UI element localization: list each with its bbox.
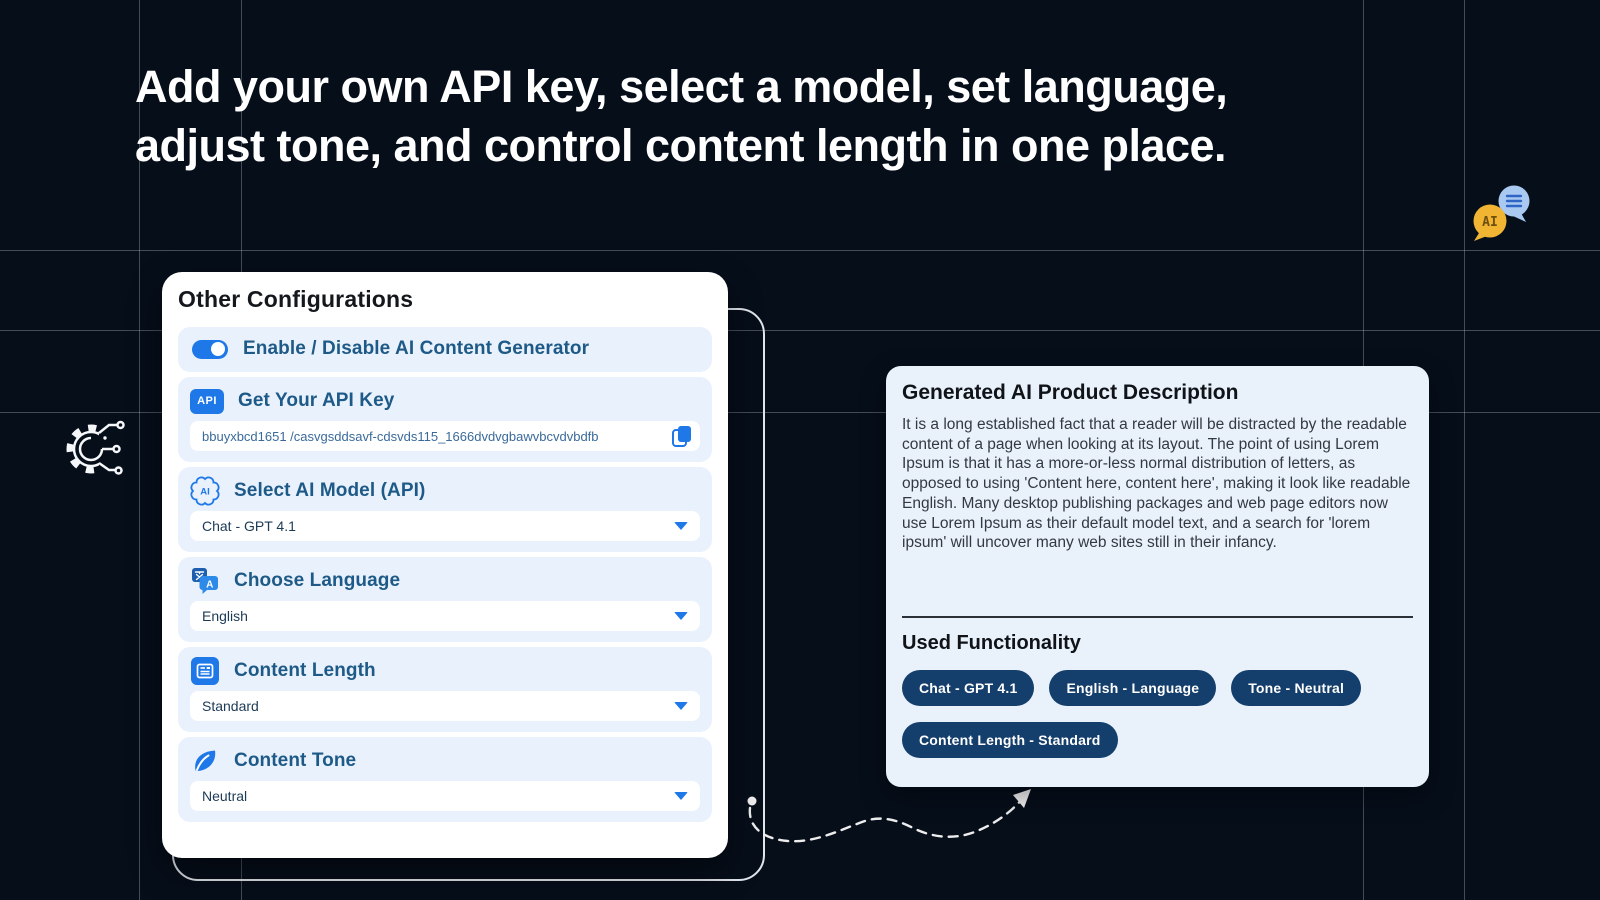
language-section: A Choose Language English bbox=[178, 557, 712, 642]
content-tone-section: Content Tone Neutral bbox=[178, 737, 712, 822]
ai-model-section: AI Select AI Model (API) Chat - GPT 4.1 bbox=[178, 467, 712, 552]
generated-description-title: Generated AI Product Description bbox=[902, 381, 1239, 404]
copy-icon bbox=[672, 426, 691, 447]
content-tone-title: Content Tone bbox=[234, 750, 357, 771]
page-title-line-2: adjust tone, and control content length … bbox=[135, 120, 1227, 171]
translate-icon: A bbox=[192, 568, 218, 594]
gear-circuit-icon bbox=[66, 420, 125, 475]
config-card-title: Other Configurations bbox=[178, 286, 414, 312]
divider bbox=[902, 616, 1413, 618]
used-functionality-badges: Chat - GPT 4.1 English - Language Tone -… bbox=[902, 670, 1424, 758]
ai-model-dropdown[interactable]: Chat - GPT 4.1 bbox=[190, 511, 700, 541]
grid-line-vertical bbox=[139, 0, 140, 900]
used-functionality-title: Used Functionality bbox=[902, 632, 1081, 654]
ai-bubble-label: AI bbox=[1482, 215, 1498, 230]
generated-description-body: It is a long established fact that a rea… bbox=[902, 416, 1411, 552]
badge-model: Chat - GPT 4.1 bbox=[902, 670, 1035, 706]
enable-generator-row: Enable / Disable AI Content Generator bbox=[178, 327, 712, 372]
content-length-dropdown[interactable]: Standard bbox=[190, 691, 700, 721]
content-tone-value: Neutral bbox=[202, 788, 248, 804]
language-dropdown[interactable]: English bbox=[190, 601, 700, 631]
page-title-line-1: Add your own API key, select a model, se… bbox=[135, 61, 1228, 112]
ai-model-icon: AI bbox=[190, 476, 220, 506]
copy-api-key-button[interactable] bbox=[670, 424, 694, 448]
dashed-arrow bbox=[747, 789, 1031, 843]
content-length-icon bbox=[191, 657, 219, 685]
toggle-knob bbox=[211, 342, 225, 356]
language-title: Choose Language bbox=[234, 570, 401, 591]
content-tone-dropdown[interactable]: Neutral bbox=[190, 781, 700, 811]
grid-line-vertical bbox=[1464, 0, 1465, 900]
page-title: Add your own API key, select a model, se… bbox=[135, 57, 1228, 175]
generated-description-card: Generated AI Product Description It is a… bbox=[886, 366, 1429, 787]
content-length-value: Standard bbox=[202, 698, 259, 714]
content-length-section: Content Length Standard bbox=[178, 647, 712, 732]
svg-text:AI: AI bbox=[200, 487, 210, 498]
api-badge-icon: API bbox=[190, 388, 224, 414]
ai-model-title: Select AI Model (API) bbox=[234, 480, 426, 501]
enable-generator-label: Enable / Disable AI Content Generator bbox=[243, 338, 590, 359]
ai-model-value: Chat - GPT 4.1 bbox=[202, 518, 296, 534]
chevron-down-icon bbox=[674, 792, 688, 800]
ai-chat-bubbles-icon: AI bbox=[1473, 185, 1530, 241]
grid-line-horizontal bbox=[0, 330, 1600, 331]
badge-length: Content Length - Standard bbox=[902, 722, 1118, 758]
api-key-section: API Get Your API Key bbox=[178, 377, 712, 462]
badge-language: English - Language bbox=[1049, 670, 1217, 706]
enable-generator-toggle[interactable] bbox=[192, 339, 228, 359]
chevron-down-icon bbox=[674, 612, 688, 620]
grid-line-horizontal bbox=[0, 412, 1600, 413]
other-configurations-card: Other Configurations Enable / Disable AI… bbox=[162, 272, 728, 858]
svg-text:A: A bbox=[206, 579, 213, 590]
api-key-title: Get Your API Key bbox=[238, 390, 395, 411]
chevron-down-icon bbox=[674, 702, 688, 710]
content-length-title: Content Length bbox=[234, 660, 376, 681]
content-tone-icon bbox=[195, 750, 216, 771]
language-value: English bbox=[202, 608, 248, 624]
chevron-down-icon bbox=[674, 522, 688, 530]
api-key-input[interactable] bbox=[202, 428, 642, 444]
grid-line-horizontal bbox=[0, 250, 1600, 251]
badge-tone: Tone - Neutral bbox=[1231, 670, 1362, 706]
